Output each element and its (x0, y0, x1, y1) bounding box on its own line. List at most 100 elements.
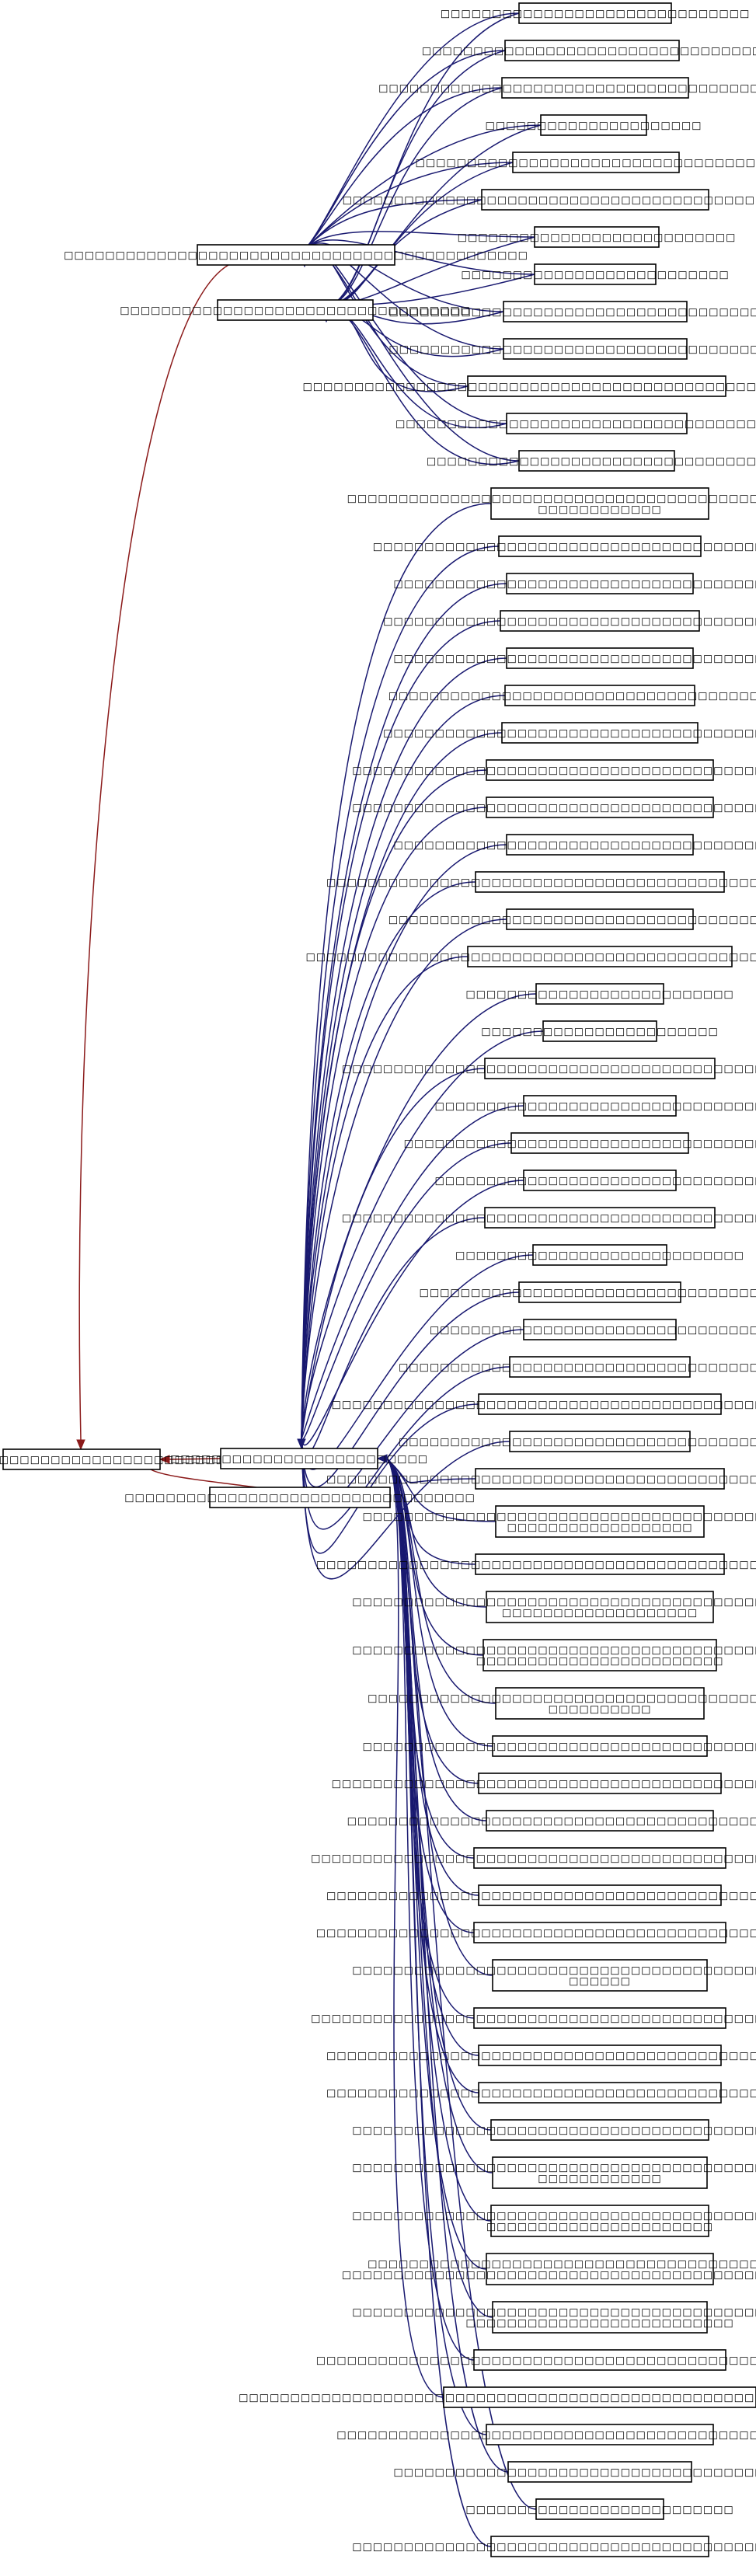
node-child-34[interactable]: □□□□□□□□□□□□□□□□□□□□□□□□□□□□□□□□□□□□□□□□… (347, 1810, 756, 1832)
node-child-26[interactable]: □□□□□□□□□□□□□□□□□□□□□□□□□□□□□□□□□□□□□□□□… (326, 1468, 756, 1490)
node-box (443, 2386, 756, 2408)
node-child-40[interactable]: □□□□□□□□□□□□□□□□□□□□□□□□□□□□□□□□□□□□□□□□… (326, 2044, 756, 2066)
node-box (475, 871, 725, 893)
node-child-42[interactable]: □□□□□□□□□□□□□□□□□□□□□□□□□□□□□□□□□□□□□□□□… (352, 2119, 756, 2141)
node-child-1[interactable]: □□□□□□□□□□□□□□□□□□□□□□□□□□□□□□□□□□□□□□□□… (373, 535, 756, 557)
node-label: □□□□□□□□□□□□□□□□□□□□□□□□□□□□□□□□□□□□□□□□… (352, 765, 756, 777)
edge-child-to-main (301, 807, 487, 1440)
node-main[interactable]: □□□□□□□□□□□□□□□□□□□□□□□□□ (170, 1448, 428, 1469)
node-child-2[interactable]: □□□□□□□□□□□□□□□□□□□□□□□□□□□□□□□□□□□□□□□□ (393, 573, 756, 594)
node-child-37[interactable]: □□□□□□□□□□□□□□□□□□□□□□□□□□□□□□□□□□□□□□□□… (316, 1922, 756, 1943)
node-child-7[interactable]: □□□□□□□□□□□□□□□□□□□□□□□□□□□□□□□□□□□□□□□□… (352, 759, 756, 781)
node-child-17[interactable]: □□□□□□□□□□□□□□□□□□□□□□□□□□□□□□□□□□□□□□ (404, 1132, 756, 1154)
node-child-51[interactable]: □□□□□□□□□□□□□□□□□□□□□□□□□□ (465, 2498, 733, 2520)
node-label: □□□□□□□□□□□□ (538, 2173, 661, 2185)
node-child-39[interactable]: □□□□□□□□□□□□□□□□□□□□□□□□□□□□□□□□□□□□□□□□… (311, 2007, 756, 2029)
node-hub-a[interactable]: □□□□□□□□□□□□□□□□□□□□□□□□□□□□□□□□□□□□□□□□… (64, 244, 528, 266)
node-child-38[interactable]: □□□□□□□□□□□□□□□□□□□□□□□□□□□□□□□□□□□□□□□□… (352, 1959, 756, 1992)
node-child-18[interactable]: □□□□□□□□□□□□□□□□□□□□□□□□□□□□□□□□ (434, 1169, 756, 1191)
node-child-14[interactable]: □□□□□□□□□□□□□□□□□□□□□□□ (481, 1020, 719, 1042)
node-child-11[interactable]: □□□□□□□□□□□□□□□□□□□□□□□□□□□□□□□□□□□□□□□□… (388, 908, 756, 930)
node-child-31[interactable]: □□□□□□□□□□□□□□□□□□□□□□□□□□□□□□□□□□□□□□□□… (368, 1687, 756, 1720)
node-child-25[interactable]: □□□□□□□□□□□□□□□□□□□□□□□□□□□□□□□□□□□□□□□ (399, 1431, 756, 1452)
node-top-1[interactable]: □□□□□□□□□□□□□□□□□□□□□□□□□□□□□□□□□ (422, 40, 756, 61)
node-box (523, 1319, 677, 1340)
node-child-15[interactable]: □□□□□□□□□□□□□□□□□□□□□□□□□□□□□□□□□□□□□□□□… (342, 1058, 756, 1079)
node-top-7[interactable]: □□□□□□□□□□□□□□□□□□□□□□□□□□ (461, 263, 729, 285)
edge-child-to-main (301, 546, 500, 1440)
edge-child-to-main (301, 1180, 524, 1446)
node-child-9[interactable]: □□□□□□□□□□□□□□□□□□□□□□□□□□□□□□□□□□□□□□□□ (393, 834, 756, 856)
node-top-8[interactable]: □□□□□□□□□□□□□□□□□□□□□□□□□□□□□□□□□□□□□□□□ (388, 301, 756, 322)
node-child-43[interactable]: □□□□□□□□□□□□□□□□□□□□□□□□□□□□□□□□□□□□□□□□… (352, 2156, 756, 2189)
node-child-6[interactable]: □□□□□□□□□□□□□□□□□□□□□□□□□□□□□□□□□□□□□□□□… (383, 722, 756, 744)
node-box (535, 2498, 664, 2520)
node-child-36[interactable]: □□□□□□□□□□□□□□□□□□□□□□□□□□□□□□□□□□□□□□□□… (326, 1884, 756, 1906)
node-child-16[interactable]: □□□□□□□□□□□□□□□□□□□□□□□□□□□□□□□□ (434, 1095, 756, 1117)
node-child-22[interactable]: □□□□□□□□□□□□□□□□□□□□□□□□□□□□□□□□□ (430, 1319, 756, 1340)
node-label: □□□□□□□□□□□□□□□□□□□□□□□□□□ (465, 2505, 733, 2516)
node-top-11[interactable]: □□□□□□□□□□□□□□□□□□□□□□□□□□□□□□□□□□□□□□□ (395, 413, 756, 434)
node-label: □□□□□□□□□□□□□□□□□□□□□□□□□□□□□□□□□□□□□□□ (399, 1437, 756, 1448)
node-box (486, 797, 714, 818)
edge-huba-to-root (78, 264, 229, 1441)
node-child-44[interactable]: □□□□□□□□□□□□□□□□□□□□□□□□□□□□□□□□□□□□□□□□… (352, 2205, 756, 2237)
node-child-32[interactable]: □□□□□□□□□□□□□□□□□□□□□□□□□□□□□□□□□□□□□□□□… (362, 1735, 756, 1757)
node-child-12[interactable]: □□□□□□□□□□□□□□□□□□□□□□□□□□□□□□□□□□□□□□□□… (305, 946, 756, 967)
node-label: □□□□□□□□□□□□□□□□□□□□□□□□□□□□□□□□□□□□□□□□ (393, 654, 756, 665)
node-root[interactable]: □□□□□□□□□□□□□□□□□□□□□□□□□□□□ (0, 1448, 226, 1470)
node-box (490, 487, 709, 520)
node-child-23[interactable]: □□□□□□□□□□□□□□□□□□□□□□□□□□□□□□□□□□□□□□□ (399, 1356, 756, 1378)
node-child-49[interactable]: □□□□□□□□□□□□□□□□□□□□□□□□□□□□□□□□□□□□□□□□… (336, 2424, 756, 2445)
node-child-50[interactable]: □□□□□□□□□□□□□□□□□□□□□□□□□□□□□□□□□□□□□□□□ (393, 2461, 756, 2483)
edge-child-to-main (386, 1458, 493, 1747)
node-child-41[interactable]: □□□□□□□□□□□□□□□□□□□□□□□□□□□□□□□□□□□□□□□□… (326, 2082, 756, 2104)
node-label: □□□□□□□□□□□□□□□□□□□□□□□□□□□□□□□□□□□□□□□□ (388, 344, 756, 356)
node-label: □□□□□□□□□□□□□□□□□□□□□□□□□ (170, 1454, 428, 1466)
node-child-48[interactable]: □□□□□□□□□□□□□□□□□□□□□□□□□□□□□□□□□□□□□□□□… (239, 2386, 756, 2408)
node-child-24[interactable]: □□□□□□□□□□□□□□□□□□□□□□□□□□□□□□□□□□□□□□□□… (332, 1393, 756, 1415)
node-child-0[interactable]: □□□□□□□□□□□□□□□□□□□□□□□□□□□□□□□□□□□□□□□□… (347, 487, 756, 520)
edge-child-to-main (301, 881, 476, 1440)
node-child-29[interactable]: □□□□□□□□□□□□□□□□□□□□□□□□□□□□□□□□□□□□□□□□… (352, 1591, 756, 1623)
node-child-10[interactable]: □□□□□□□□□□□□□□□□□□□□□□□□□□□□□□□□□□□□□□□□… (326, 871, 756, 893)
node-child-35[interactable]: □□□□□□□□□□□□□□□□□□□□□□□□□□□□□□□□□□□□□□□□… (311, 1847, 756, 1869)
node-top-3[interactable]: □□□□□□□□□□□□□□□□□□□□□ (486, 114, 702, 136)
node-child-13[interactable]: □□□□□□□□□□□□□□□□□□□□□□□□□□ (465, 983, 733, 1005)
node-box (486, 1591, 714, 1623)
node-hub-b[interactable]: □□□□□□□□□□□□□□□□□□□□□□□□□□□□□□□□□□ (120, 299, 471, 321)
node-child-21[interactable]: □□□□□□□□□□□□□□□□□□□□□□□□□□□□□□□□□□□ (420, 1281, 756, 1303)
node-child-8[interactable]: □□□□□□□□□□□□□□□□□□□□□□□□□□□□□□□□□□□□□□□□… (352, 797, 756, 818)
node-child-3[interactable]: □□□□□□□□□□□□□□□□□□□□□□□□□□□□□□□□□□□□□□□□… (383, 610, 756, 632)
node-label: □□□□□□□□□□□□□□□□□□□□□□□□□□□□□□□□ (434, 1101, 756, 1113)
node-child-19[interactable]: □□□□□□□□□□□□□□□□□□□□□□□□□□□□□□□□□□□□□□□□… (342, 1207, 756, 1229)
node-child-28[interactable]: □□□□□□□□□□□□□□□□□□□□□□□□□□□□□□□□□□□□□□□□… (316, 1553, 756, 1575)
node-top-2[interactable]: □□□□□□□□□□□□□□□□□□□□□□□□□□□□□□□□□□□□□□□□… (378, 77, 756, 99)
node-box (478, 2082, 722, 2104)
node-top-5[interactable]: □□□□□□□□□□□□□□□□□□□□□□□□□□□□□□□□□□□□□□□□… (343, 189, 756, 211)
node-top-10[interactable]: □□□□□□□□□□□□□□□□□□□□□□□□□□□□□□□□□□□□□□□□… (302, 375, 756, 397)
node-box (484, 1058, 716, 1079)
node-label: □□□□□□□□□□□□□□□□□□□□□□□□□□□□□□□□□□□□□□□□… (352, 2542, 756, 2553)
node-child-52[interactable]: □□□□□□□□□□□□□□□□□□□□□□□□□□□□□□□□□□□□□□□□… (352, 2536, 756, 2557)
node-child-46[interactable]: □□□□□□□□□□□□□□□□□□□□□□□□□□□□□□□□□□□□□□□□… (352, 2301, 756, 2334)
node-child-5[interactable]: □□□□□□□□□□□□□□□□□□□□□□□□□□□□□□□□□□□□□□□□… (388, 685, 756, 706)
node-box (475, 1468, 725, 1490)
node-box (506, 834, 694, 856)
node-label: □□□□□□□□□□□□□□□□□□□□□□□□□□□□□□□□□□□□□□□ (399, 1362, 756, 1374)
node-child-45[interactable]: □□□□□□□□□□□□□□□□□□□□□□□□□□□□□□□□□□□□□□□□… (342, 2253, 756, 2285)
node-top-12[interactable]: □□□□□□□□□□□□□□□□□□□□□□□□□□□□□□□□□ (427, 450, 756, 472)
node-top-9[interactable]: □□□□□□□□□□□□□□□□□□□□□□□□□□□□□□□□□□□□□□□□ (388, 338, 756, 360)
node-top-0[interactable]: □□□□□□□□□□□□□□□□□□□□□□□□□□□□□□ (441, 2, 750, 24)
node-child-4[interactable]: □□□□□□□□□□□□□□□□□□□□□□□□□□□□□□□□□□□□□□□□ (393, 647, 756, 669)
node-label: □□□□□□□□□□□□□□□□□□□□□□□□□□□□□□□□□□□□□□□□… (239, 2393, 756, 2404)
node-top-6[interactable]: □□□□□□□□□□□□□□□□□□□□□□□□□□□ (458, 226, 737, 248)
node-side[interactable]: □□□□□□□□□□□□□□□□□□□□□□□□□□□□□□□□□□ (124, 1487, 476, 1508)
node-child-20[interactable]: □□□□□□□□□□□□□□□□□□□□□□□□□□□□ (455, 1244, 744, 1266)
node-child-47[interactable]: □□□□□□□□□□□□□□□□□□□□□□□□□□□□□□□□□□□□□□□□… (316, 2349, 756, 2371)
node-child-27[interactable]: □□□□□□□□□□□□□□□□□□□□□□□□□□□□□□□□□□□□□□□□… (362, 1505, 756, 1538)
node-child-30[interactable]: □□□□□□□□□□□□□□□□□□□□□□□□□□□□□□□□□□□□□□□□… (352, 1639, 756, 1671)
node-top-4[interactable]: □□□□□□□□□□□□□□□□□□□□□□□□□□□□□□□□□□□ (416, 152, 756, 173)
node-label: □□□□□□□□□□□□□□□□□□□□□□□□□□□□□□□□□□□□□□□□… (352, 2307, 756, 2319)
node-child-33[interactable]: □□□□□□□□□□□□□□□□□□□□□□□□□□□□□□□□□□□□□□□□… (332, 1773, 756, 1794)
